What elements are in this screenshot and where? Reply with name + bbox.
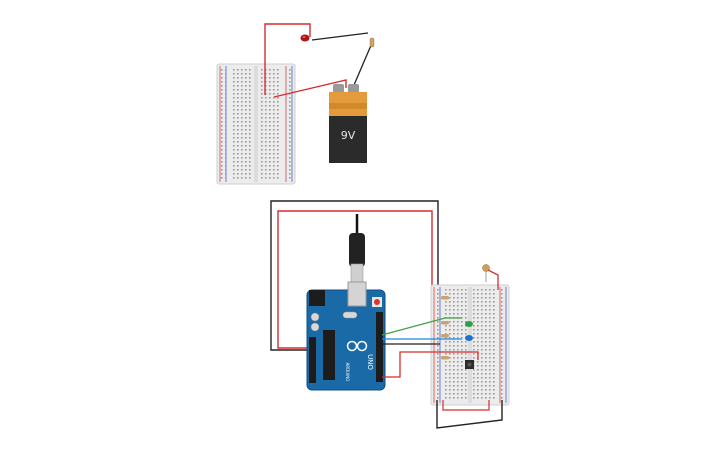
led-icon[interactable] — [465, 321, 473, 327]
wire-red-bottom[interactable] — [442, 400, 490, 411]
usb-cable-icon[interactable] — [349, 214, 365, 285]
wire-black-loop-top[interactable] — [270, 200, 439, 351]
arduino-logo-icon — [346, 340, 368, 352]
wire-red-loop-top[interactable] — [277, 210, 433, 349]
wire-top-red-2[interactable] — [273, 79, 347, 98]
wire-black-bottom[interactable] — [436, 400, 503, 429]
wire-top-black-2[interactable] — [353, 42, 373, 86]
wire-green[interactable] — [381, 317, 462, 336]
resistor-top[interactable] — [369, 37, 375, 48]
resistor-4[interactable] — [441, 356, 449, 360]
arduino-uno-board[interactable]: UNO ARDUINO — [306, 281, 386, 391]
resistor-2[interactable] — [441, 321, 449, 325]
wire-top-black-1[interactable] — [311, 32, 369, 41]
battery-icon[interactable]: 9V — [329, 84, 367, 163]
arduino-brand-label: ARDUINO — [345, 363, 350, 382]
breadboard-bottom[interactable] — [430, 284, 510, 406]
resistor-1[interactable] — [441, 296, 449, 300]
resistor-3[interactable] — [441, 334, 449, 338]
wire-top-red-1[interactable] — [264, 23, 311, 95]
breadboard-top[interactable] — [216, 63, 296, 185]
push-button-icon[interactable] — [465, 360, 474, 369]
wire-red-photoresistor[interactable] — [487, 269, 499, 290]
photoresistor-icon[interactable] — [482, 264, 490, 283]
battery-label: 9V — [341, 129, 356, 142]
wire-red-button[interactable] — [382, 351, 479, 378]
arduino-model-label: UNO — [366, 354, 374, 370]
led-icon[interactable] — [465, 335, 473, 341]
led-icon[interactable] — [300, 34, 310, 42]
